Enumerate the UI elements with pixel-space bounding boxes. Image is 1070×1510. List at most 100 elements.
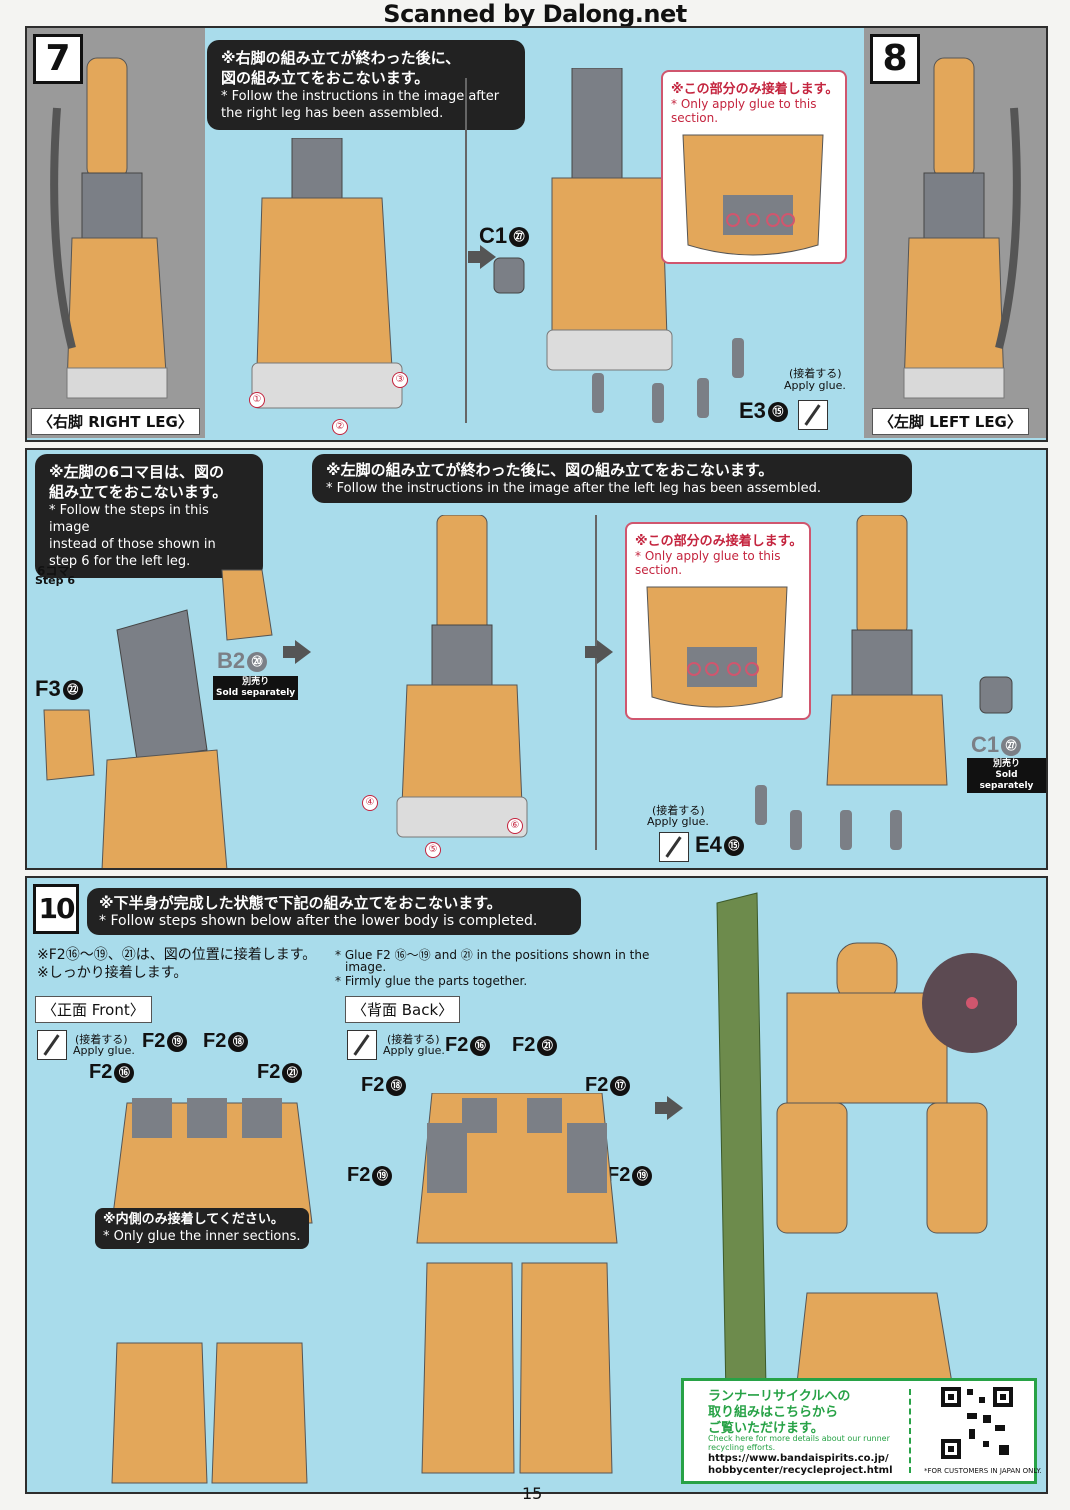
- step-10-instr-en-1: * Glue F2 ⑯～⑲ and ㉑ in the positions sho…: [335, 948, 650, 962]
- part-f3-code: F3: [35, 676, 61, 701]
- step-10-arrow: [655, 1096, 683, 1120]
- step-7-note-en-1: * Follow the instructions in the image a…: [221, 89, 500, 104]
- step-9-foot-illustration: [826, 515, 948, 786]
- c1-sold-jp: 別売り: [992, 759, 1020, 769]
- back-part-f2-19-right-number: ⑲: [632, 1165, 653, 1186]
- back-part-f2-16-number: ⑯: [470, 1035, 491, 1056]
- part-c1-code: C1: [479, 223, 508, 248]
- step-9-arrow-2: [585, 640, 613, 664]
- front-part-f2-18-code: F2: [203, 1030, 227, 1052]
- step-7-glue-note-jp: ※この部分のみ接着します。: [671, 82, 839, 97]
- left-leg-illustration: [903, 57, 1021, 399]
- inner-glue-en: * Only glue the inner sections.: [103, 1229, 301, 1244]
- assembled-body-illustration: [716, 892, 1017, 1454]
- b2-sold-jp: 別売り: [242, 677, 270, 687]
- front-part-f2-21-number: ㉑: [282, 1062, 303, 1083]
- b2-part-illustration: [221, 569, 273, 641]
- back-part-f2-21-number: ㉑: [537, 1035, 558, 1056]
- qr-code[interactable]: [939, 1385, 1015, 1461]
- part-f3-number: ㉒: [62, 680, 83, 701]
- part-c1-code-2: C1: [971, 732, 1000, 757]
- panel-step-7-8: 〈右脚 RIGHT LEG〉 7 ※右脚の組み立てが終わった後に、 図の組み立て…: [25, 26, 1048, 442]
- left-leg-label-jp: 〈左脚: [879, 413, 925, 431]
- foot-front-illustration: [546, 68, 673, 371]
- recycle-en-2: recycling efforts.: [708, 1443, 776, 1452]
- step-9-note-1-en-1: * Follow the steps in this image: [49, 503, 209, 535]
- step-9-note-1: ※左脚の6コマ目は、図の 組み立てをおこないます。 * Follow the s…: [35, 454, 263, 578]
- step-7-number: 7: [33, 34, 83, 84]
- step-7-note-jp-1: ※右脚の組み立てが終わった後に、: [221, 49, 461, 67]
- recycle-japan-note: *FOR CUSTOMERS IN JAPAN ONLY.: [924, 1467, 1042, 1475]
- right-leg-box: 〈右脚 RIGHT LEG〉: [27, 28, 205, 438]
- inner-glue-jp: ※内側のみ接着してください。: [103, 1212, 284, 1227]
- f3-part-illustration: [43, 709, 95, 781]
- left-leg-label: 〈左脚 LEFT LEG〉: [872, 408, 1029, 435]
- step-9-apply-glue-en: Apply glue.: [647, 815, 709, 828]
- left-leg-foot-illustration: [396, 515, 528, 838]
- step-8-number: 8: [870, 34, 920, 84]
- callout-1: ①: [249, 392, 265, 408]
- right-leg-label: 〈右脚 RIGHT LEG〉: [31, 408, 200, 435]
- back-part-f2-19-left-code: F2: [347, 1164, 371, 1186]
- front-part-f2-21-code: F2: [257, 1061, 281, 1083]
- step-9-note-1-en-3: step 6 for the left leg.: [49, 554, 191, 569]
- back-label: 〈背面 Back〉: [345, 996, 461, 1023]
- step-9-note-1-en-2: instead of those shown in: [49, 537, 216, 552]
- step-10-instr-jp-2: ※しっかり接着します。: [37, 965, 188, 981]
- b2-sold-separately: 別売り Sold separately: [213, 676, 299, 700]
- panel-step-9: ※左脚の6コマ目は、図の 組み立てをおこないます。 * Follow the s…: [25, 448, 1048, 870]
- step-10-note-jp: ※下半身が完成した状態で下記の組み立てをおこないます。: [99, 894, 502, 912]
- recycle-url-2[interactable]: hobbycenter/recycleproject.html: [708, 1465, 893, 1476]
- back-apply-glue-en: Apply glue.: [383, 1044, 445, 1057]
- part-c1-number: ㉗: [509, 227, 530, 248]
- lower-leg-armor-illustration: [101, 609, 228, 868]
- step-10-instr-jp-1: ※F2⑯～⑲、㉑は、図の位置に接着します。: [37, 947, 317, 963]
- part-e3-code: E3: [739, 398, 766, 423]
- front-part-f2-19-number: ⑲: [167, 1031, 188, 1052]
- back-part-f2-21-code: F2: [512, 1034, 536, 1056]
- right-leg-label-jp: 〈右脚: [38, 413, 84, 431]
- recycle-en-1: Check here for more details about our ru…: [708, 1434, 890, 1443]
- c1-part-illustration-2: [979, 676, 1013, 714]
- part-e4-code: E4: [695, 832, 722, 857]
- step-7-glue-detail: ※この部分のみ接着します。 * Only apply glue to this …: [661, 70, 847, 264]
- step-7-apply-glue-jp: (接着する): [789, 367, 842, 380]
- panel-step-10: 10 ※下半身が完成した状態で下記の組み立てをおこないます。 * Follow …: [25, 876, 1048, 1494]
- page-number: 15: [522, 1484, 543, 1503]
- part-c1-number-2: ㉗: [1001, 736, 1022, 757]
- recycle-url-1[interactable]: https://www.bandaispirits.co.jp/: [708, 1453, 889, 1464]
- front-apply-glue-jp: (接着する): [75, 1033, 128, 1046]
- step-9-divider: [595, 515, 597, 850]
- callout-6: ⑥: [507, 818, 523, 834]
- part-e3-number: ⑮: [767, 402, 788, 423]
- step-9-note-2-jp: ※左脚の組み立てが終わった後に、図の組み立てをおこないます。: [326, 461, 774, 479]
- back-part-f2-18-code: F2: [361, 1074, 385, 1096]
- callout-3: ③: [392, 372, 408, 388]
- glue-brush-icon: [798, 400, 828, 430]
- glue-detail-illustration: [682, 134, 824, 256]
- back-part-f2-17-number: ⑰: [610, 1075, 631, 1096]
- front-label: 〈正面 Front〉: [35, 996, 152, 1023]
- step-10-instr-en-2: image.: [345, 960, 387, 974]
- b2-sold-en: Sold separately: [216, 688, 296, 698]
- step-7-glue-note-en: * Only apply glue to this section.: [671, 97, 817, 125]
- step-7-arrow: [468, 245, 496, 269]
- recycle-info-box: ランナーリサイクルへの 取り組みはこちらから ご覧いただけます。 Check h…: [681, 1378, 1041, 1484]
- inner-glue-note: ※内側のみ接着してください。 * Only glue the inner sec…: [95, 1208, 309, 1249]
- front-part-f2-16-number: ⑯: [114, 1062, 135, 1083]
- step-9-glue-note-en: * Only apply glue to this section.: [635, 549, 781, 577]
- front-part-f2-19-code: F2: [142, 1030, 166, 1052]
- step-9-arrow-1: [283, 640, 311, 664]
- toe-claws-illustration: [592, 338, 744, 423]
- back-part-f2-19-left-number: ⑲: [372, 1165, 393, 1186]
